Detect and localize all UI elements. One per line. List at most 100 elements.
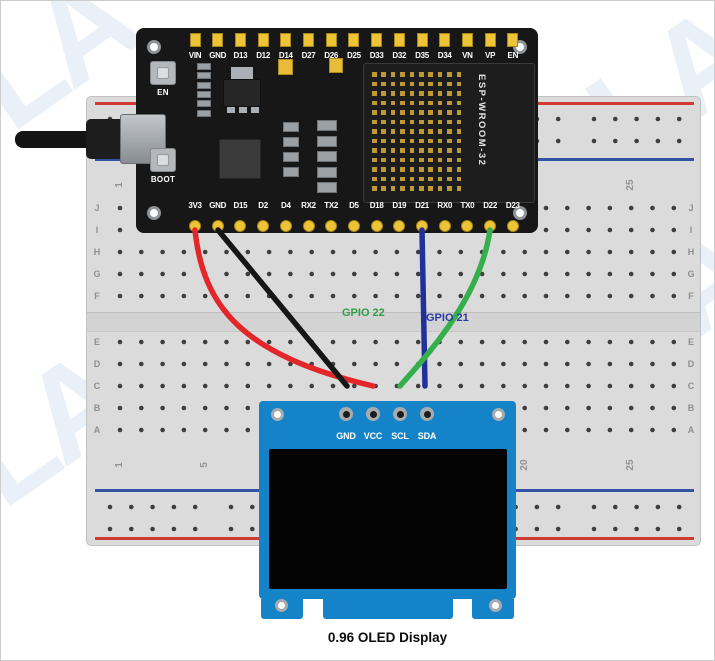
breadboard-hole <box>160 271 165 277</box>
breadboard-hole <box>613 504 618 510</box>
esp32-top-pin-label: GND <box>209 51 227 60</box>
breadboard-hole <box>129 504 134 510</box>
module-pad <box>428 110 433 115</box>
breadboard-hole <box>352 383 357 389</box>
breadboard-hole <box>655 504 661 510</box>
module-pad <box>400 129 405 134</box>
module-pad <box>381 100 386 105</box>
breadboard-hole <box>671 383 677 389</box>
regulator-leg <box>227 107 235 113</box>
breadboard-hole <box>543 249 549 255</box>
breadboard-hole <box>117 405 123 411</box>
esp32-top-pin-label: D33 <box>369 51 384 60</box>
breadboard-hole <box>522 271 527 277</box>
breadboard-hole <box>607 405 613 411</box>
module-pad <box>390 157 396 162</box>
module-pad <box>372 81 377 86</box>
module-pad <box>390 167 396 172</box>
module-pad <box>390 100 396 105</box>
module-pad <box>419 148 424 153</box>
esp32-bottom-pin <box>506 220 519 232</box>
breadboard-hole <box>139 361 144 367</box>
module-pad <box>390 186 396 191</box>
breadboard-hole <box>607 293 613 299</box>
esp32-top-pin <box>371 33 383 47</box>
esp32-top-pin <box>257 33 269 47</box>
oled-pin <box>393 407 407 421</box>
breadboard-hole <box>543 227 549 233</box>
breadboard-hole <box>586 205 591 211</box>
oled-pin-hole <box>423 410 431 418</box>
breadboard-hole <box>415 271 421 277</box>
breadboard-hole <box>650 205 655 211</box>
module-pad <box>456 110 462 115</box>
breadboard-hole <box>245 249 251 255</box>
breadboard-hole <box>458 293 464 299</box>
row-letter: H <box>687 247 695 257</box>
module-pad <box>456 186 462 191</box>
breadboard-hole <box>117 383 123 389</box>
breadboard-hole <box>650 271 655 277</box>
breadboard-hole <box>676 116 682 122</box>
esp32-bottom-pin-label: D5 <box>349 201 359 210</box>
module-pad <box>419 186 424 191</box>
breadboard-hole <box>671 427 677 433</box>
module-pad <box>390 138 396 143</box>
voltage-regulator-tab <box>231 67 253 79</box>
breadboard-hole <box>202 361 208 367</box>
row-letter: F <box>688 291 694 301</box>
module-pad <box>372 167 377 172</box>
breadboard-hole <box>479 339 485 345</box>
breadboard-hole <box>224 427 229 433</box>
esp32-top-pin-label: EN <box>507 51 519 60</box>
smd-cap <box>197 100 211 108</box>
module-pad <box>400 157 405 162</box>
esp32-top-pin-label: VIN <box>188 51 202 60</box>
module-pad <box>400 176 405 181</box>
breadboard-hole <box>534 526 540 532</box>
oled-mounting-hole <box>492 408 505 421</box>
esp32-bottom-pin-label: GND <box>209 201 227 210</box>
breadboard-hole <box>224 361 229 367</box>
module-pad <box>428 81 433 86</box>
module-pad <box>428 176 433 181</box>
row-letter: C <box>687 381 695 391</box>
breadboard-hole <box>245 339 251 345</box>
esp32-mounting-hole <box>147 40 161 54</box>
breadboard-hole <box>458 361 464 367</box>
breadboard-hole <box>655 138 661 144</box>
breadboard-hole <box>671 361 677 367</box>
esp32-bottom-pin <box>347 220 360 232</box>
module-pad <box>419 72 424 77</box>
esp32-top-pin-label: VN <box>462 51 473 60</box>
esp32-bottom-pin-label: D21 <box>415 201 429 210</box>
breadboard-hole <box>160 383 165 389</box>
module-pad <box>409 100 415 105</box>
module-pad <box>447 129 452 134</box>
module-pad <box>419 110 424 115</box>
breadboard-hole <box>586 405 591 411</box>
breadboard-hole <box>394 271 400 277</box>
breadboard-hole <box>330 383 336 389</box>
module-pad <box>409 167 415 172</box>
esp32-top-pin-label: D34 <box>437 51 452 60</box>
wire-gnd-to-gnd <box>215 227 350 389</box>
breadboard-hole <box>650 339 655 345</box>
breadboard-hole <box>613 526 618 532</box>
esp-wroom-32-module: ESP-WROOM-32 <box>363 63 535 203</box>
breadboard-hole <box>394 361 400 367</box>
module-pad <box>437 129 443 134</box>
breadboard-hole <box>228 526 234 532</box>
breadboard-hole <box>555 116 561 122</box>
breadboard-hole <box>650 361 655 367</box>
breadboard-hole <box>394 249 400 255</box>
row-letter: I <box>95 225 99 235</box>
module-pad <box>428 138 433 143</box>
breadboard-hole <box>415 249 421 255</box>
esp32-top-pin-label: VP <box>485 51 496 60</box>
module-pad <box>372 119 377 124</box>
breadboard-hole <box>634 504 639 510</box>
breadboard-hole <box>543 271 549 277</box>
